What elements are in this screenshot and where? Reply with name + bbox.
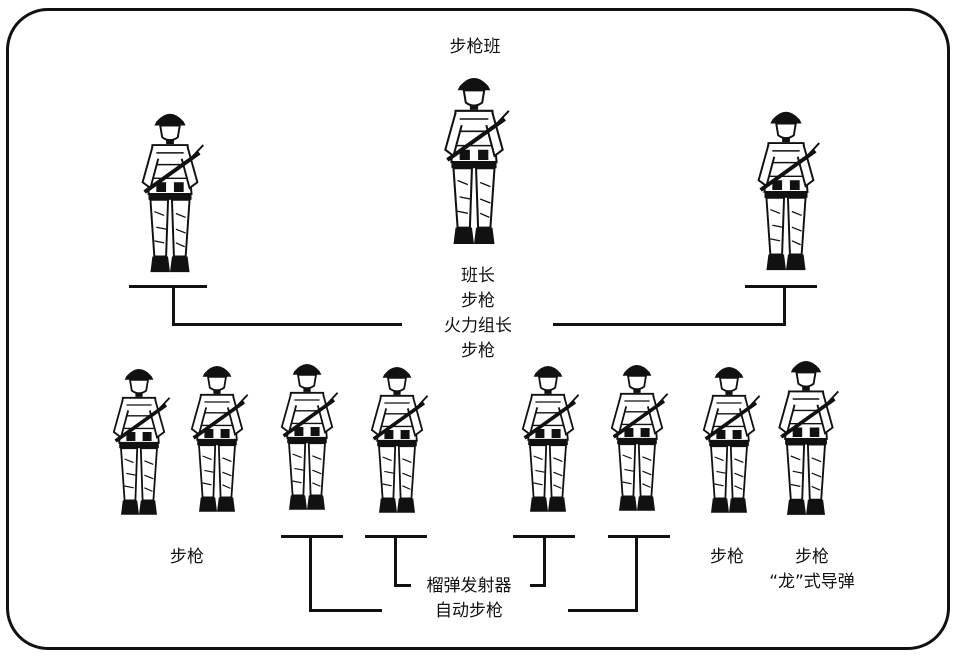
soldier-figure-icon [746, 102, 826, 278]
diagram-frame [6, 8, 950, 650]
left-leader-drop-line [172, 285, 175, 326]
leader-label-3: 火力组长 [444, 316, 512, 336]
auto-right-drop-line [543, 535, 546, 587]
soldier-figure-icon [512, 348, 584, 528]
soldier-figure-icon [361, 350, 433, 528]
soldier-figure-icon [181, 348, 253, 528]
grenadier-right-connector [568, 609, 638, 612]
right-leader-drop-line [783, 285, 786, 326]
auto-rifle-label: 自动步枪 [435, 601, 503, 621]
left-team-rifle-label: 步枪 [170, 547, 204, 567]
right-connector-line [553, 323, 786, 326]
auto-right-connector [530, 584, 546, 587]
grenadier-left-drop-line [309, 535, 312, 612]
grenade-launcher-label: 榴弹发射器 [426, 576, 512, 596]
auto-left-connector [394, 584, 411, 587]
leader-label-1: 班长 [461, 266, 495, 286]
grenadier-left-base-line [281, 535, 343, 538]
right-leader-base-line [745, 285, 817, 288]
soldier-figure-icon [130, 104, 210, 280]
left-leader-base-line [129, 285, 207, 288]
soldier-figure-icon [601, 346, 673, 528]
soldier-figure-icon [768, 346, 844, 528]
right-team-rifle-label: 步枪 [710, 547, 744, 567]
leader-label-4: 步枪 [461, 341, 495, 361]
grenadier-right-base-line [608, 535, 670, 538]
dragon-missile-label: “龙”式导弹 [769, 572, 855, 592]
leader-label-2: 步枪 [461, 291, 495, 311]
soldier-figure-icon [433, 66, 515, 254]
soldier-figure-icon [271, 345, 343, 527]
left-connector-line [172, 323, 402, 326]
grenadier-right-drop-line [635, 535, 638, 612]
squad-title: 步枪班 [449, 37, 501, 57]
grenadier-left-connector [309, 609, 382, 612]
missile-rifle-label: 步枪 [795, 547, 829, 567]
soldier-figure-icon [693, 350, 765, 528]
soldier-figure-icon [103, 352, 175, 530]
auto-left-drop-line [394, 535, 397, 587]
